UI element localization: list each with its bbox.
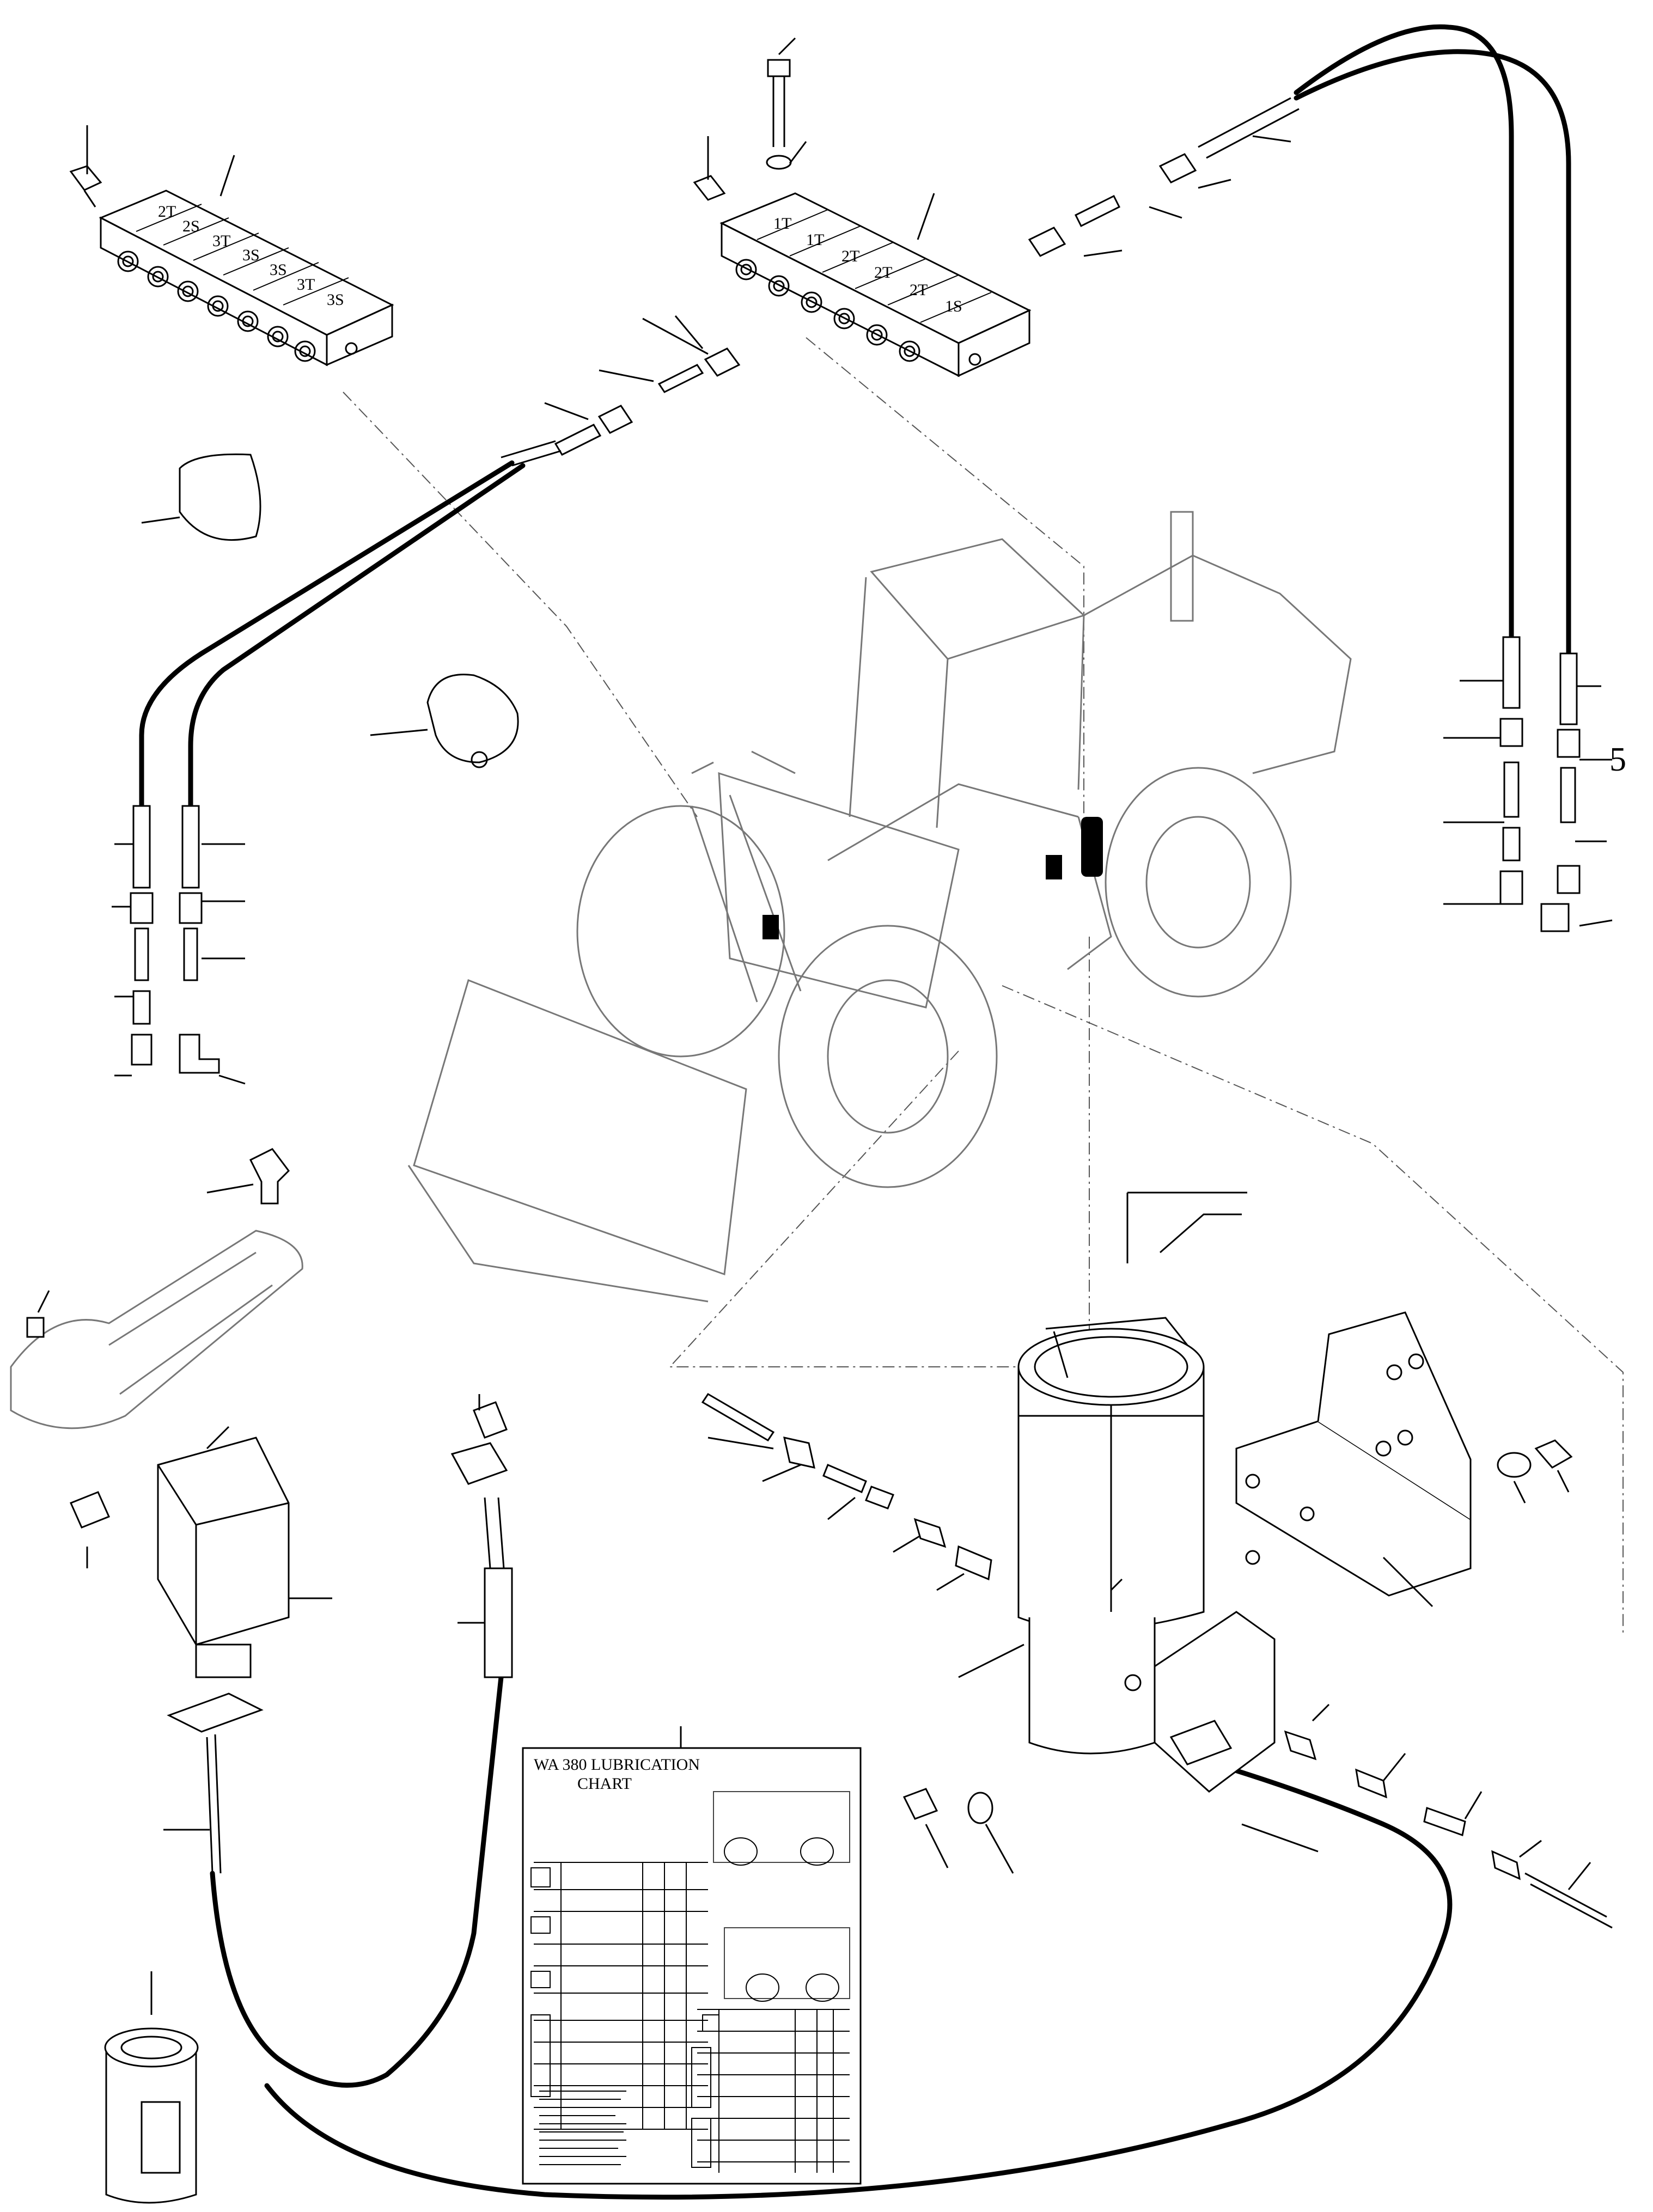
divider-lines — [136, 204, 349, 305]
chart-fine-print — [539, 2091, 629, 2165]
port-label: 2T — [158, 203, 176, 221]
hose-ends-right — [1443, 636, 1613, 932]
port-label: 2S — [182, 217, 200, 235]
outlet-fittings — [117, 250, 358, 362]
chart-loader-sketch — [713, 1791, 850, 2002]
hose-fittings-upper — [501, 97, 1300, 467]
pressure-switch — [450, 1394, 513, 1678]
port-label: 2T — [910, 281, 928, 299]
leader-lines — [674, 315, 1123, 1591]
lube-hoses — [139, 24, 1571, 2200]
pump-bracket — [1235, 1311, 1573, 1608]
lube-point-marker — [1081, 817, 1103, 877]
p-clip — [370, 674, 519, 768]
port-label: 3T — [212, 232, 230, 250]
port-label: 1T — [806, 231, 824, 249]
lube-point-marker — [763, 915, 779, 939]
distributor-block-right: 1T 1T 2T 2T 2T 1S — [693, 37, 1032, 377]
chart-title-line1: WA 380 LUBRICATION — [534, 1756, 700, 1774]
wheel-loader — [407, 511, 1352, 1303]
callout-number: 5 — [1609, 741, 1626, 778]
linkage-arm — [10, 1148, 303, 1429]
port-label: 3S — [242, 246, 260, 264]
pump-outlet-fittings — [701, 1392, 1613, 1929]
port-label: 2T — [874, 264, 892, 282]
port-label: 3S — [327, 291, 344, 309]
port-label: 1S — [945, 297, 962, 315]
grease-cartridge — [104, 1971, 199, 2204]
hose-clamp — [141, 453, 261, 541]
port-label: 2T — [841, 247, 859, 265]
chart-table-lower — [691, 2009, 850, 2173]
controller-unit — [69, 1426, 332, 1874]
port-label: 3T — [297, 276, 315, 294]
port-label: 1T — [773, 215, 791, 233]
lubrication-chart-card: WA 380 LUBRICATION CHART — [522, 1726, 862, 2185]
port-label: 3S — [270, 261, 287, 279]
distributor-block-left: 2T 2S 3T 3S 3S 3T 3S — [69, 125, 394, 366]
assembly-lines — [343, 337, 1624, 1634]
lube-point-marker — [1046, 855, 1062, 879]
hose-ends-left — [112, 805, 246, 1085]
chart-title-line2: CHART — [577, 1775, 632, 1793]
grease-pump — [958, 1191, 1276, 1793]
